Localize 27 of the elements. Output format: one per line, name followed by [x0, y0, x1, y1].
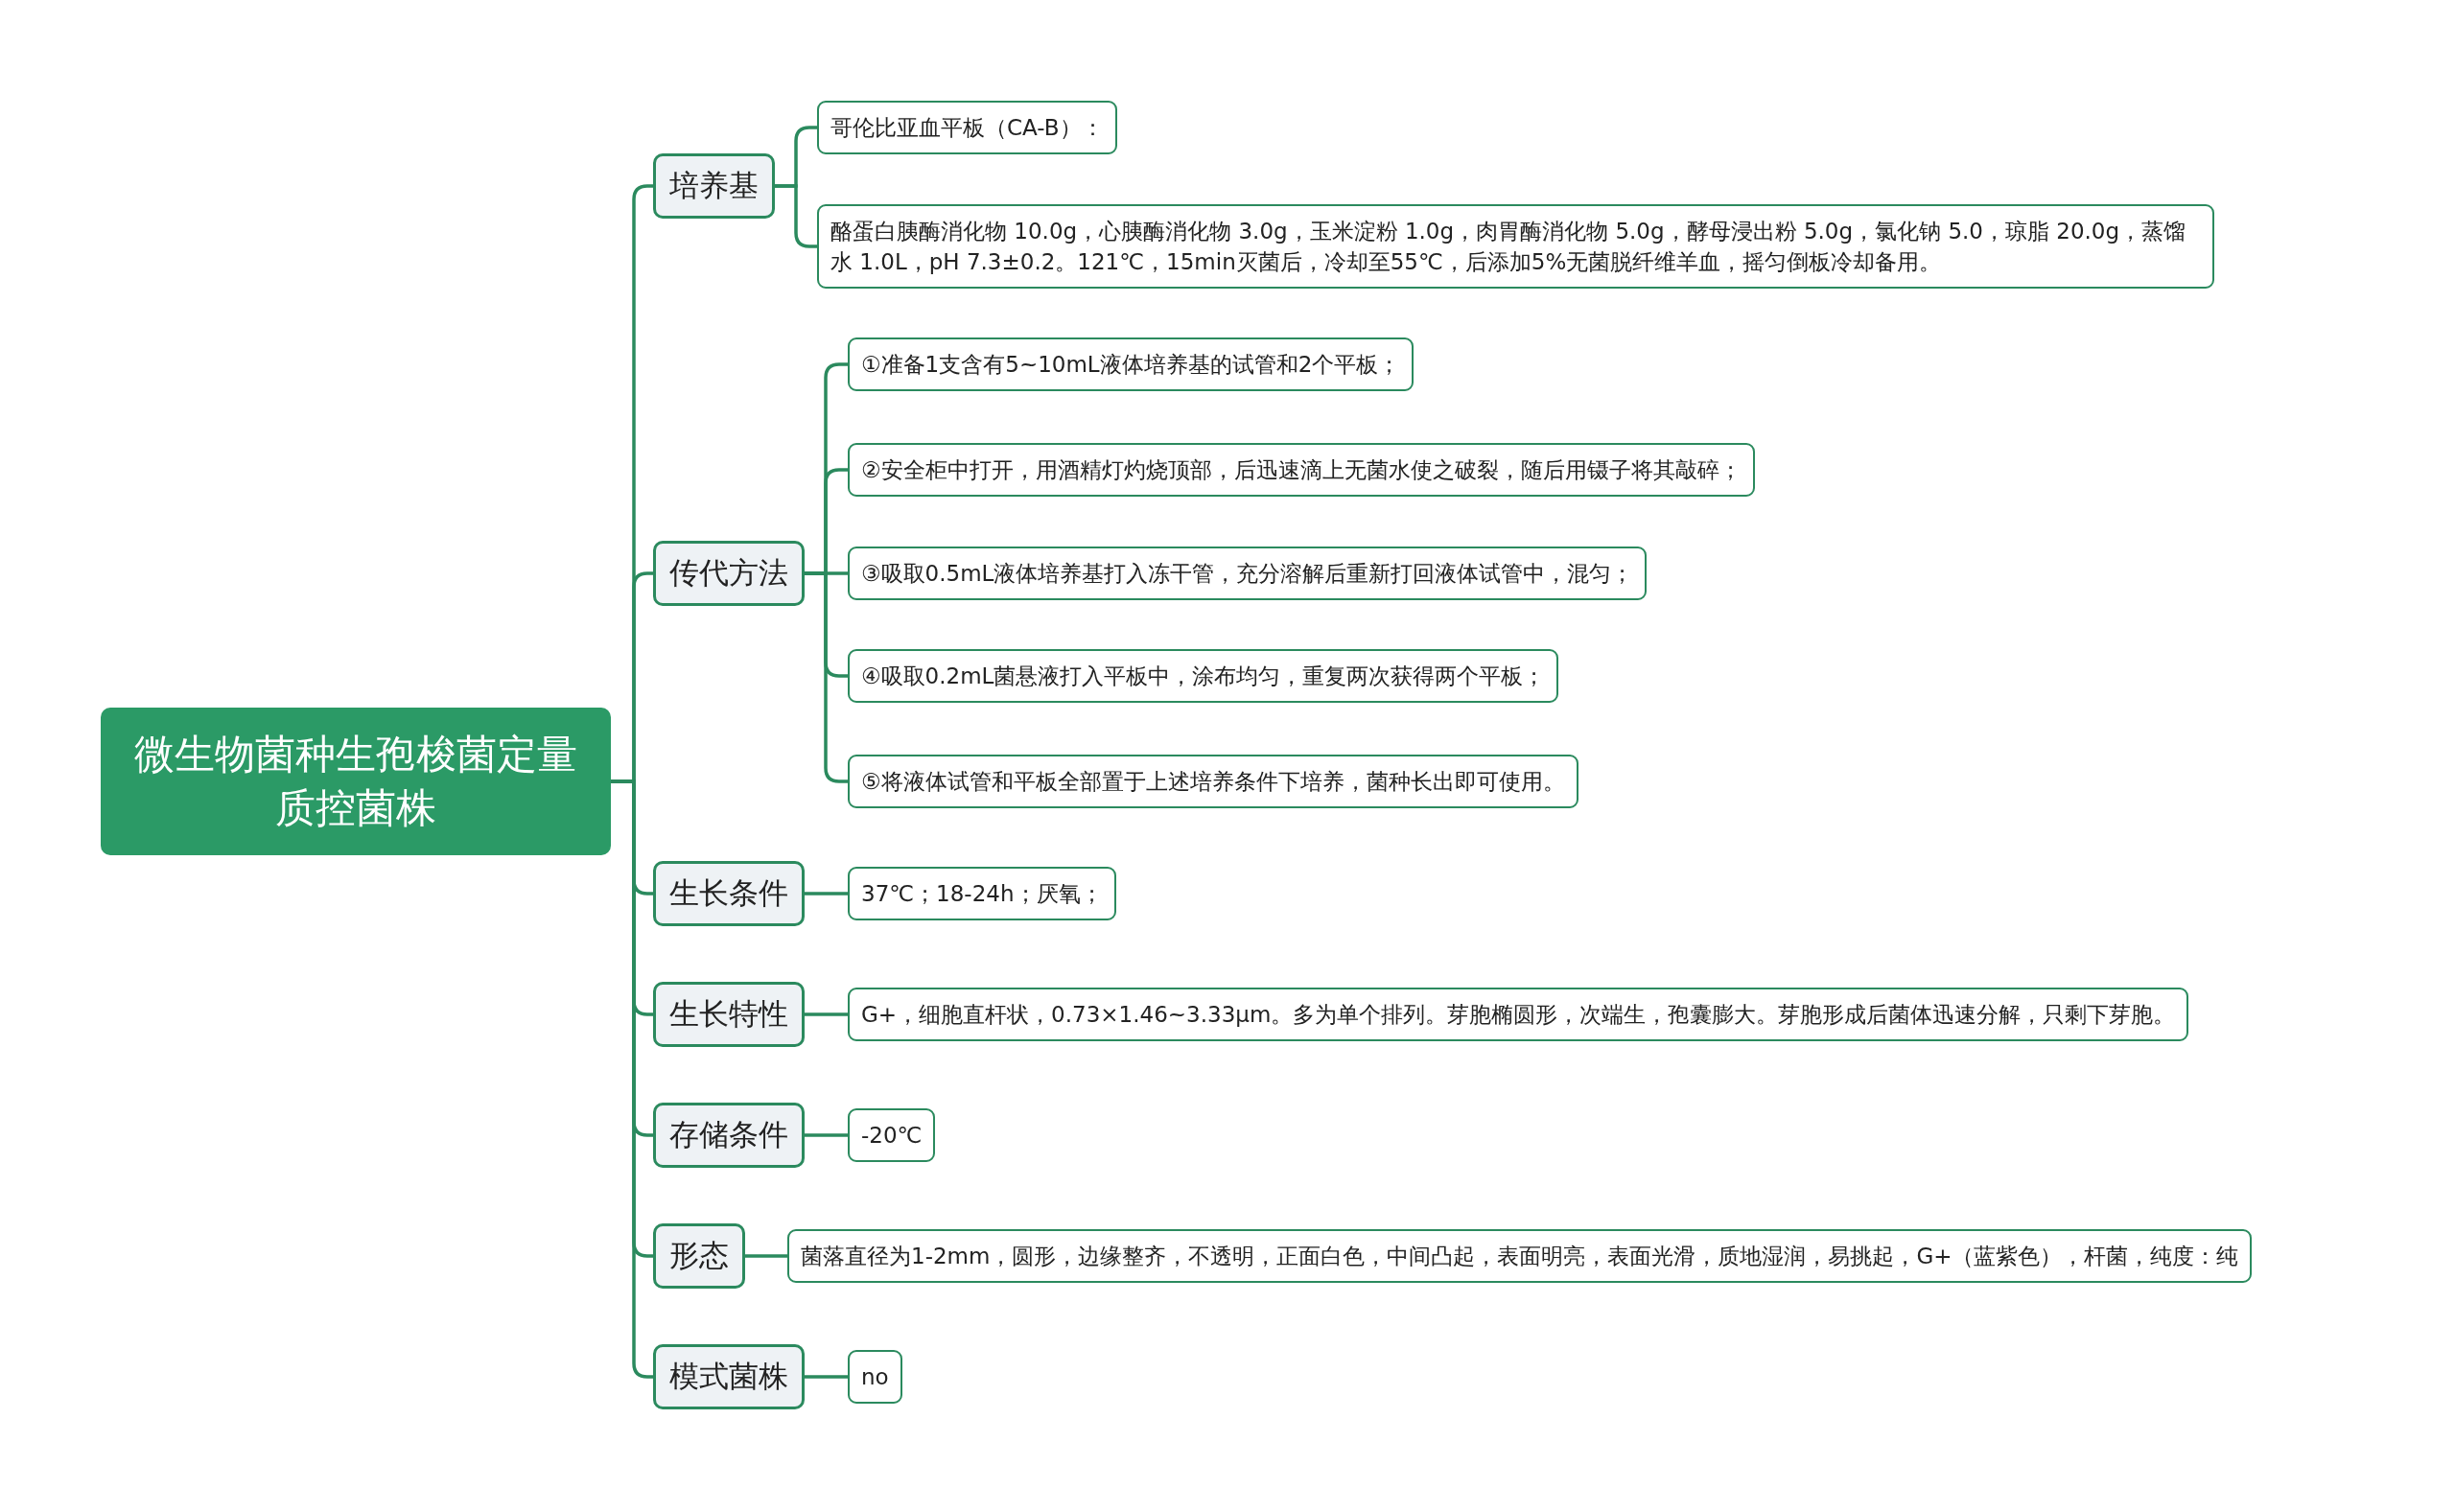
connector-line — [775, 184, 817, 248]
topic-box: 存储条件 — [653, 1103, 805, 1168]
topic-box: 生长特性 — [653, 982, 805, 1047]
root-topic-box: 微生物菌种生孢梭菌定量质控菌株 — [101, 708, 611, 855]
connector-line — [805, 1133, 848, 1137]
topic-box: 培养基 — [653, 153, 775, 219]
detail-box: ④吸取0.2mL菌悬液打入平板中，涂布均匀，重复两次获得两个平板； — [848, 649, 1559, 703]
detail-box: ①准备1支含有5~10mL液体培养基的试管和2个平板； — [848, 337, 1415, 391]
detail-box: 酪蛋白胰酶消化物 10.0g，心胰酶消化物 3.0g，玉米淀粉 1.0g，肉胃酶消化物 5.0g，酵母浸出粉 5.0g，氯化钠 5.0，琼脂 20.0g，蒸馏水 1.0L，pH 7.3±0.2。121℃，15min灭菌后，冷却至55℃，后添加5%无菌脱纤维羊血，摇匀倒板冷却备用。 — [817, 204, 2214, 289]
detail-box: ⑤将液体试管和平板全部置于上述培养条件下培养，菌种长出即可使用。 — [848, 755, 1578, 808]
detail-box: 哥伦比亚血平板（CA-B）： — [817, 101, 1117, 154]
topic-box: 生长条件 — [653, 861, 805, 926]
topic-box: 传代方法 — [653, 541, 805, 606]
topic-box: 模式菌株 — [653, 1344, 805, 1409]
connector-line — [805, 1012, 848, 1016]
detail-box: 菌落直径为1-2mm，圆形，边缘整齐，不透明，正面白色，中间凸起，表面明亮，表面光滑，质地湿润，易挑起，G+（蓝紫色），杆菌，纯度：纯 — [787, 1229, 2253, 1283]
connector-line — [805, 1375, 848, 1379]
topic-box: 形态 — [653, 1223, 745, 1289]
detail-box: G+，细胞直杆状，0.73×1.46~3.33μm。多为单个排列。芽胞椭圆形，次端生，孢囊膨大。芽胞形成后菌体迅速分解，只剩下芽胞。 — [848, 988, 2189, 1041]
detail-box: ③吸取0.5mL液体培养基打入冻干管，充分溶解后重新打回液体试管中，混匀； — [848, 547, 1648, 600]
detail-box: -20℃ — [848, 1108, 936, 1162]
connector-line — [745, 1254, 787, 1258]
detail-box: 37℃；18-24h；厌氧； — [848, 867, 1116, 920]
detail-box: ②安全柜中打开，用酒精灯灼烧顶部，后迅速滴上无菌水使之破裂，随后用镊子将其敲碎； — [848, 443, 1755, 497]
connector-line — [805, 892, 848, 896]
connector-line — [805, 571, 848, 783]
detail-box: no — [848, 1350, 902, 1404]
